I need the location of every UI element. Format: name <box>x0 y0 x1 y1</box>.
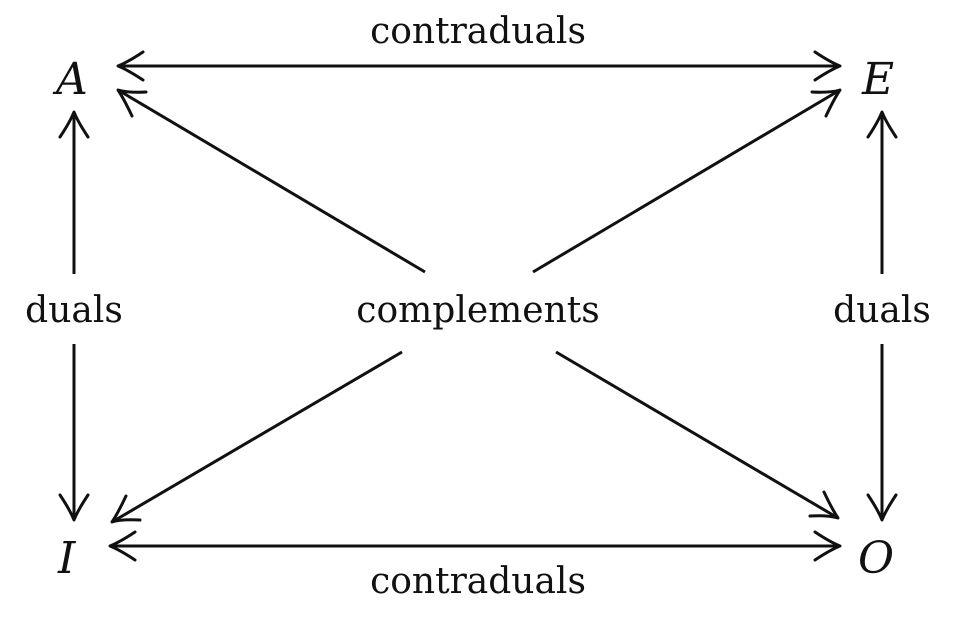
label-bottom-contraduals: contraduals <box>370 561 586 602</box>
label-top-contraduals: contraduals <box>370 11 586 52</box>
edge-e-o-duals <box>866 110 898 522</box>
edge-a-o-complements <box>116 88 840 520</box>
edge-e-i-complements <box>110 88 842 524</box>
edge-a-e-contraduals <box>116 50 842 82</box>
label-left-duals: duals <box>25 290 123 331</box>
node-e: E <box>861 54 894 105</box>
node-i: I <box>57 533 77 584</box>
edge-i-o-contraduals <box>108 530 842 562</box>
label-complements: complements <box>356 290 599 331</box>
node-a: A <box>52 54 88 105</box>
edge-a-i-duals <box>58 110 90 522</box>
label-right-duals: duals <box>833 290 931 331</box>
node-o: O <box>858 533 894 584</box>
